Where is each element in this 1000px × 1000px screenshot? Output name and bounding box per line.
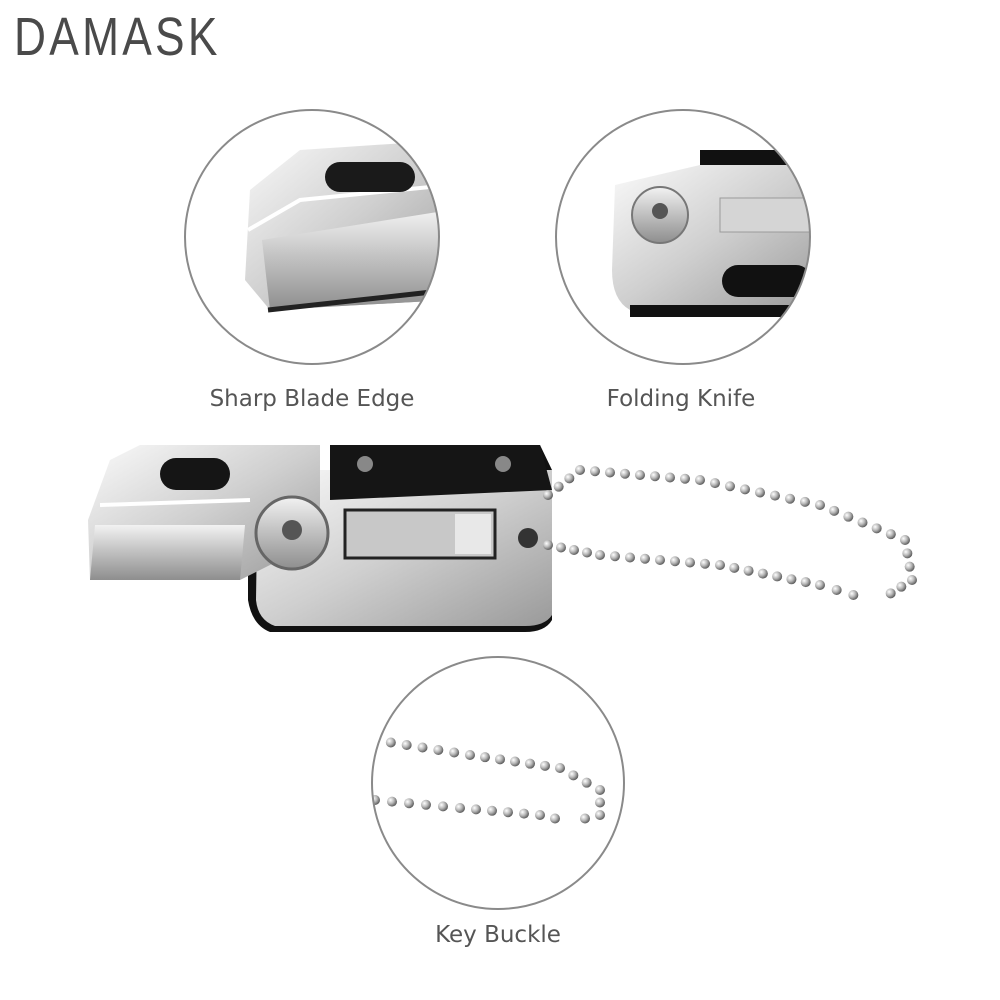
knife-main-image xyxy=(88,445,552,632)
chain-bead xyxy=(620,468,630,479)
chain-bead xyxy=(900,535,910,545)
chain-bead xyxy=(685,557,695,568)
chain-bead xyxy=(510,756,520,767)
chain-bead xyxy=(540,760,550,771)
chain-bead xyxy=(635,470,645,480)
chain-bead xyxy=(590,466,600,477)
chain-bead xyxy=(857,517,868,528)
chain-bead xyxy=(417,742,428,753)
caption-sharp-blade-edge: Sharp Blade Edge xyxy=(209,386,415,412)
chain-bead xyxy=(525,758,535,769)
blade-edge-closeup xyxy=(184,109,440,365)
chain-bead xyxy=(404,798,414,809)
chain-bead xyxy=(715,560,725,570)
chain-bead xyxy=(449,747,460,758)
chain-bead xyxy=(871,523,882,534)
chain-bead xyxy=(605,467,615,478)
chain-bead xyxy=(740,484,750,495)
chain-bead xyxy=(595,797,605,808)
chain-bead xyxy=(695,475,705,485)
chain-bead xyxy=(421,799,431,810)
chain-bead xyxy=(543,540,553,550)
chain-bead xyxy=(595,810,605,820)
chain-bead xyxy=(743,565,754,576)
chain-bead xyxy=(581,777,592,788)
chain-bead xyxy=(519,808,529,819)
chain-bead xyxy=(625,552,635,563)
chain-bead xyxy=(480,752,490,763)
chain-bead xyxy=(595,550,605,560)
chain-bead xyxy=(729,562,740,573)
caption-key-buckle: Key Buckle xyxy=(435,922,561,948)
chain-bead xyxy=(569,545,579,555)
chain-bead xyxy=(640,553,650,564)
chain-bead xyxy=(471,804,481,815)
chain-bead xyxy=(487,805,497,816)
chain-bead xyxy=(665,472,675,483)
chain-bead xyxy=(670,556,680,567)
chain-bead xyxy=(907,575,917,585)
chain-bead xyxy=(843,511,854,522)
chain-bead xyxy=(543,490,553,500)
chain-bead xyxy=(575,465,585,475)
chain-bead xyxy=(650,471,660,482)
chain-bead xyxy=(680,473,690,484)
chain-bead xyxy=(387,796,397,807)
folding-pivot-closeup xyxy=(555,109,811,365)
chain-bead xyxy=(904,561,915,572)
chain-bead xyxy=(785,493,795,504)
chain-bead xyxy=(385,737,396,748)
chain-bead xyxy=(438,801,448,812)
chain-bead xyxy=(770,490,780,501)
ball-chain xyxy=(543,465,917,600)
chain-bead xyxy=(495,754,505,765)
chain-bead xyxy=(885,588,896,599)
chain-bead xyxy=(848,590,859,600)
chain-bead xyxy=(786,574,797,585)
chain-bead xyxy=(580,813,590,824)
key-buckle-closeup xyxy=(371,656,625,910)
chain-bead xyxy=(595,785,605,795)
chain-bead xyxy=(655,555,665,565)
chain-bead xyxy=(710,478,720,489)
chain-bead xyxy=(815,580,825,590)
chain-bead xyxy=(401,740,412,750)
chain-bead xyxy=(568,770,579,781)
chain-bead xyxy=(757,568,768,579)
chain-bead xyxy=(829,505,840,516)
chain-bead xyxy=(610,551,620,562)
chain-bead xyxy=(755,487,765,498)
chain-bead xyxy=(902,548,913,559)
chain-bead xyxy=(800,496,810,507)
chain-bead xyxy=(800,577,811,588)
chain-bead xyxy=(815,500,825,510)
chain-bead xyxy=(503,807,513,818)
chain-bead xyxy=(455,803,465,813)
chain-bead xyxy=(772,571,783,582)
caption-folding-knife: Folding Knife xyxy=(606,386,756,412)
chain-bead xyxy=(896,581,907,592)
chain-bead xyxy=(433,745,444,755)
chain-bead xyxy=(582,547,592,558)
chain-bead xyxy=(700,558,710,569)
chain-bead xyxy=(564,473,575,484)
chain-bead xyxy=(885,529,896,540)
chain-bead xyxy=(556,542,566,553)
chain-bead xyxy=(831,585,842,595)
chain-bead xyxy=(725,481,735,492)
chain-bead xyxy=(372,795,380,805)
chain-bead xyxy=(550,813,560,824)
chain-bead xyxy=(535,810,545,820)
chain-bead xyxy=(465,750,475,760)
chain-bead xyxy=(553,481,564,492)
chain-bead xyxy=(555,763,565,773)
brand-logo: DAMASK xyxy=(14,7,221,67)
